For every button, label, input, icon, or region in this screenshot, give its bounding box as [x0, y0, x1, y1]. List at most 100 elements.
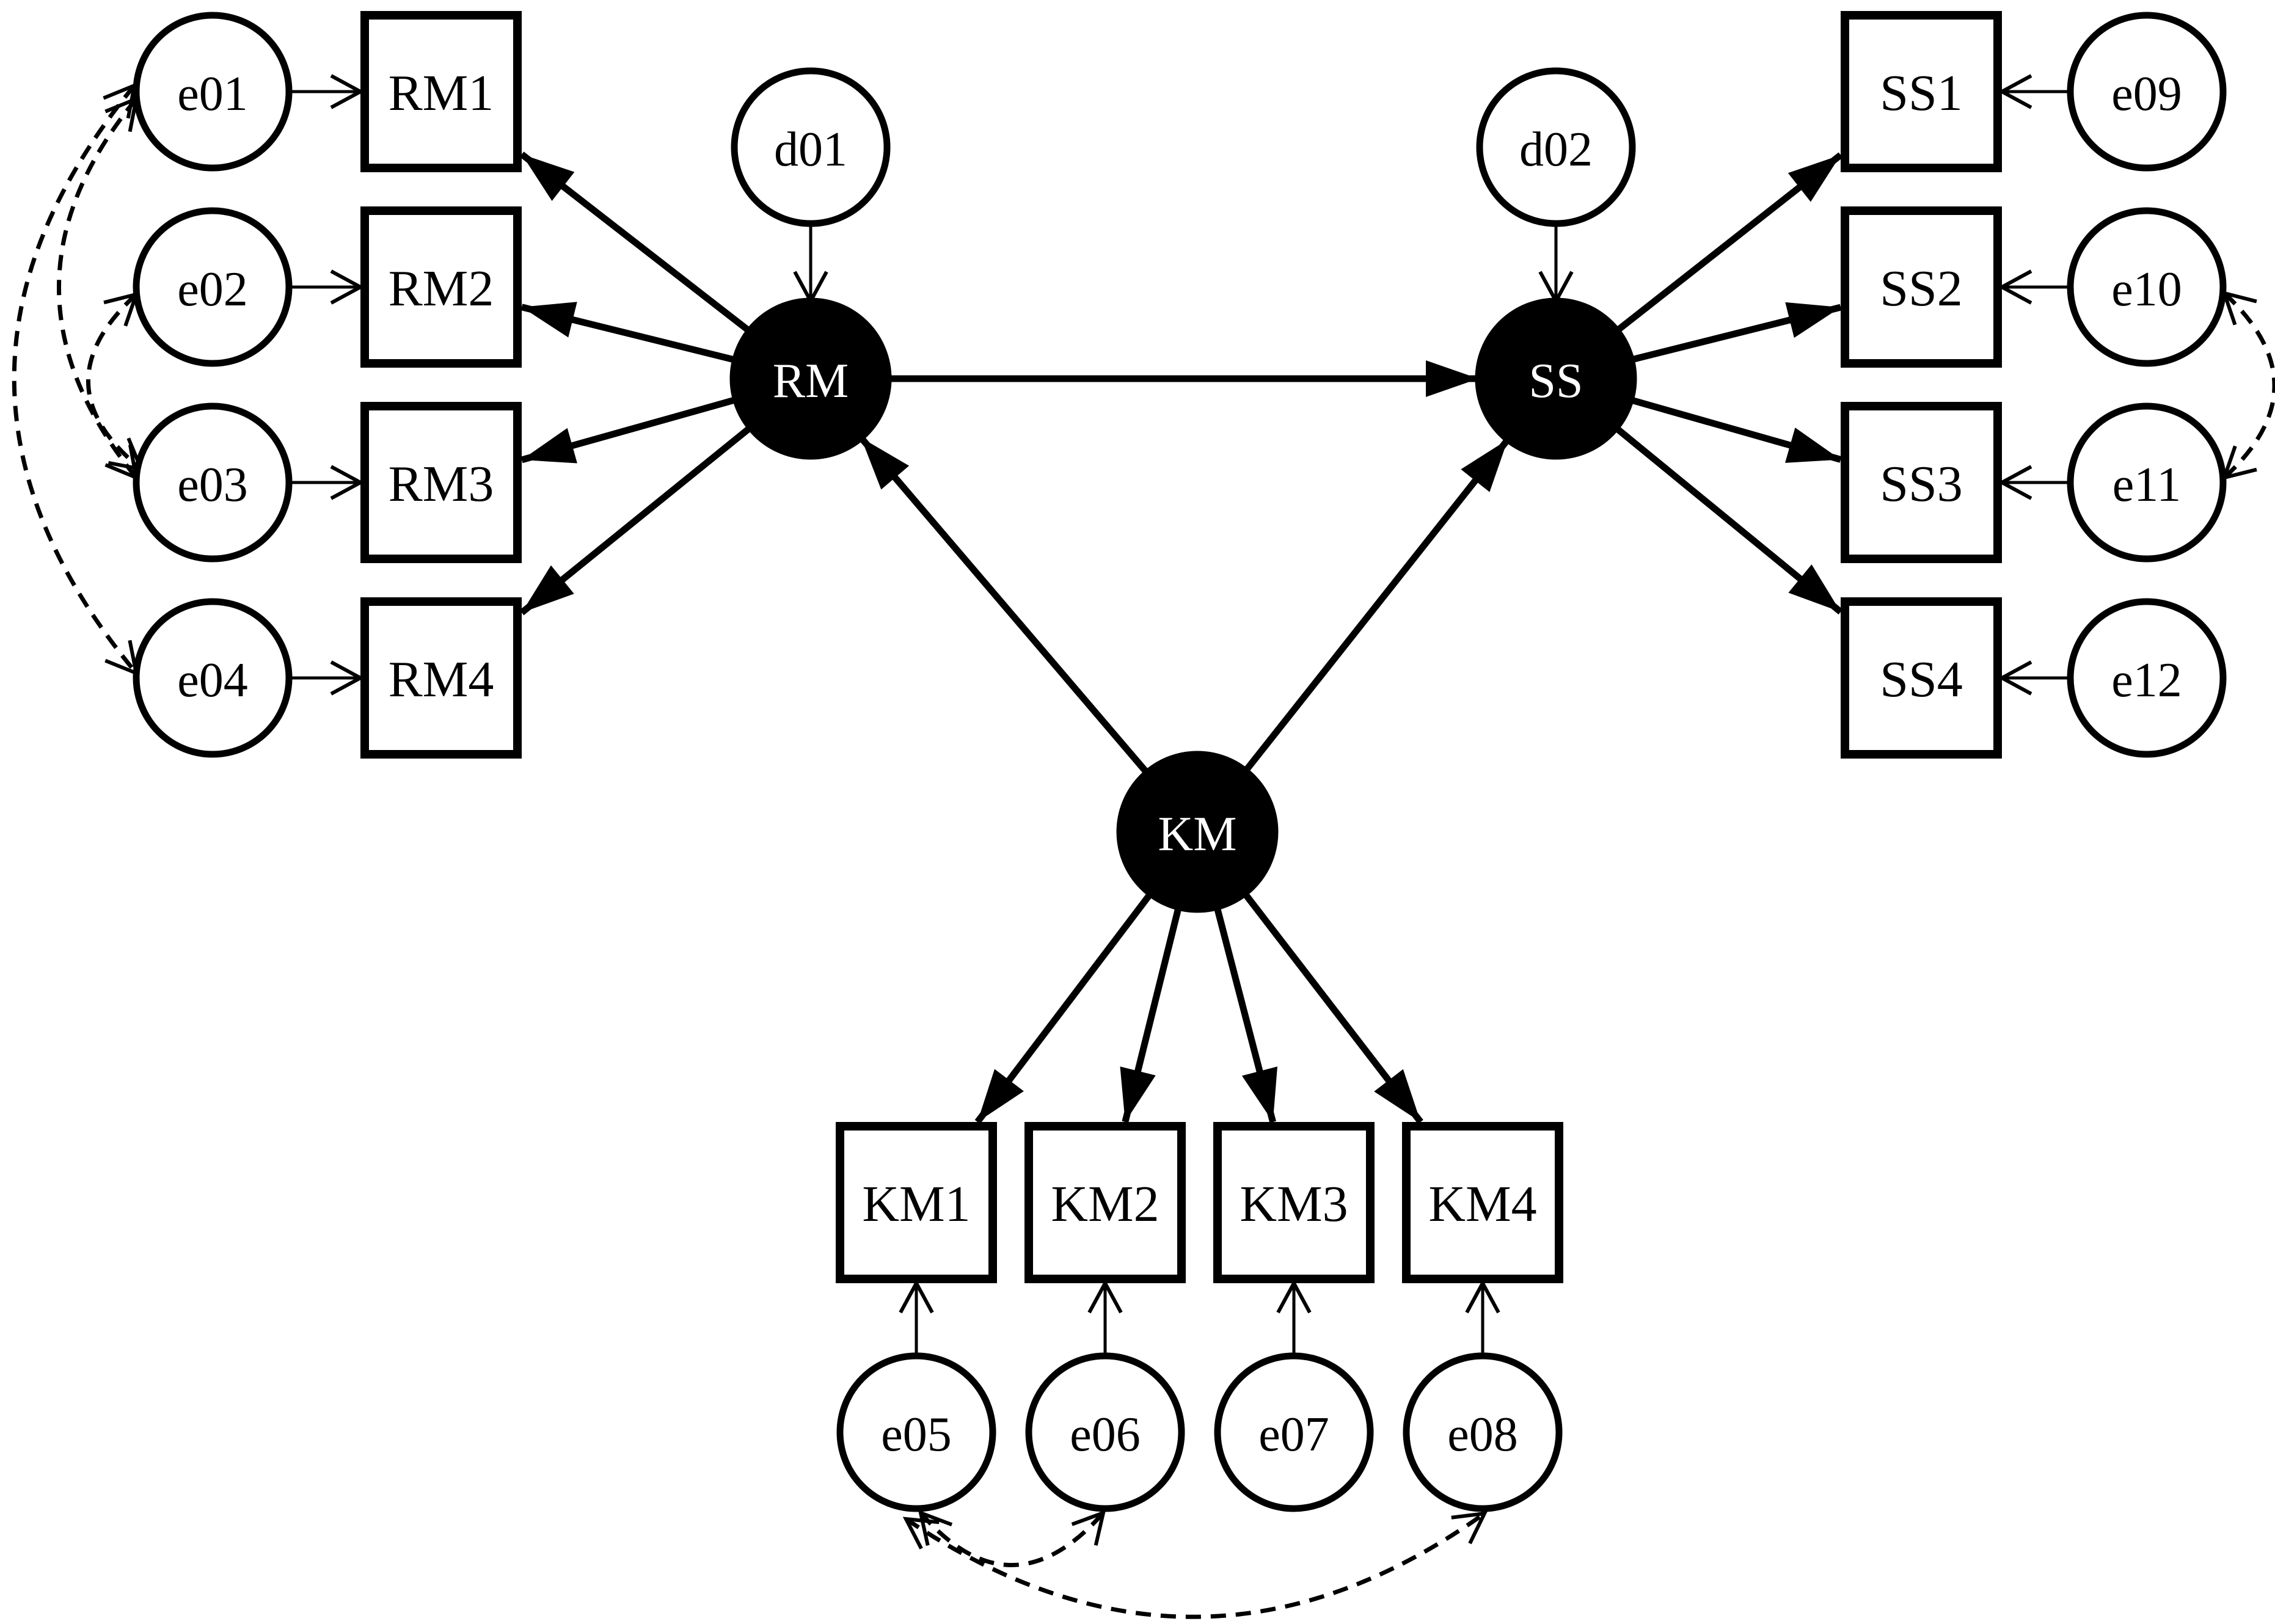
node-label-KM2: KM2: [1051, 1176, 1159, 1233]
node-label-d02: d02: [1519, 123, 1593, 177]
covariance-edge-e01-e03: [57, 96, 139, 481]
node-shape-e12: [2067, 598, 2227, 758]
node-shape-SS2: [1841, 206, 2002, 368]
error-node-e01: e01: [133, 12, 293, 172]
path-edge-SS-SS2: [1630, 302, 1842, 363]
node-shape-d02: [1476, 67, 1636, 227]
path-edge-SS-SS1: [1615, 152, 1843, 333]
node-label-e11: e11: [2112, 458, 2182, 512]
node-shape-KM1: [836, 1122, 997, 1283]
latent-node-KM: KM: [1116, 751, 1279, 913]
error-node-e06: e06: [1025, 1352, 1185, 1512]
node-label-e09: e09: [2111, 67, 2182, 121]
error-node-e07: e07: [1214, 1352, 1374, 1512]
node-shape-e11: [2067, 402, 2227, 563]
node-label-RM4: RM4: [389, 651, 494, 708]
node-label-KM4: KM4: [1428, 1176, 1536, 1233]
node-label-e05: e05: [881, 1408, 952, 1462]
node-label-KM: KM: [1158, 807, 1237, 861]
node-shape-KM3: [1213, 1122, 1375, 1283]
covariance-layer: [12, 82, 2275, 1619]
error-node-e04: e04: [133, 598, 293, 758]
node-label-SS3: SS3: [1880, 456, 1962, 512]
node-shape-SS1: [1841, 11, 2002, 172]
node-shape-SS3: [1841, 402, 2002, 563]
node-label-e07: e07: [1258, 1408, 1329, 1462]
node-shape-e10: [2067, 207, 2227, 367]
path-edge-SS-SS3: [1629, 396, 1842, 463]
node-shape-SS: [1475, 297, 1637, 460]
indicator-node-SS4: SS4: [1841, 597, 2002, 759]
indicator-node-RM3: RM3: [360, 402, 522, 563]
node-label-e01: e01: [177, 67, 248, 121]
node-shape-KM: [1116, 751, 1279, 913]
node-shape-e01: [133, 12, 293, 172]
node-shape-e05: [836, 1352, 996, 1512]
path-edge-SS-SS4: [1613, 425, 1843, 615]
error-node-e08: e08: [1403, 1352, 1563, 1512]
covariance-edge-e01-e04: [12, 82, 139, 676]
node-label-RM2: RM2: [389, 260, 494, 317]
indicator-node-RM4: RM4: [360, 597, 522, 759]
node-shape-RM1: [360, 11, 522, 172]
node-shape-e08: [1403, 1352, 1563, 1512]
node-label-SS2: SS2: [1880, 260, 1962, 317]
node-shape-e09: [2067, 12, 2227, 172]
edge-layer: [289, 74, 2070, 1356]
node-label-SS: SS: [1529, 354, 1583, 408]
indicator-node-SS3: SS3: [1841, 402, 2002, 563]
error-node-e09: e09: [2067, 12, 2227, 172]
path-edge-KM-KM4: [1242, 891, 1423, 1124]
path-edge-RM-RM1: [519, 151, 752, 334]
path-edge-RM-RM2: [520, 302, 737, 363]
node-shape-d01: [731, 67, 891, 227]
node-label-KM1: KM1: [862, 1176, 970, 1233]
indicator-node-KM2: KM2: [1024, 1122, 1186, 1283]
path-edge-KM-KM1: [974, 891, 1153, 1124]
node-label-e04: e04: [177, 654, 248, 707]
indicator-node-KM3: KM3: [1213, 1122, 1375, 1283]
indicator-node-SS2: SS2: [1841, 206, 2002, 368]
error-node-e11: e11: [2067, 402, 2227, 563]
node-shape-e03: [133, 402, 293, 563]
node-shape-KM2: [1024, 1122, 1186, 1283]
disturbance-node-d01: d01: [731, 67, 891, 227]
covariance-edge-e10-e11: [2221, 290, 2275, 481]
error-node-e12: e12: [2067, 598, 2227, 758]
node-shape-RM3: [360, 402, 522, 563]
node-label-KM3: KM3: [1240, 1176, 1348, 1233]
covariance-edge-e02-e03: [86, 291, 144, 472]
node-label-e02: e02: [177, 263, 248, 316]
node-label-e10: e10: [2111, 263, 2182, 316]
node-label-e06: e06: [1070, 1408, 1141, 1462]
node-shape-KM4: [1402, 1122, 1563, 1283]
path-edge-KM-SS: [1243, 437, 1511, 773]
indicator-node-RM1: RM1: [360, 11, 522, 172]
disturbance-node-d02: d02: [1476, 67, 1636, 227]
path-edge-KM-KM3: [1213, 906, 1278, 1123]
node-label-RM1: RM1: [389, 65, 494, 122]
node-shape-e07: [1214, 1352, 1374, 1512]
latent-node-RM: RM: [729, 297, 892, 460]
node-label-e08: e08: [1447, 1408, 1518, 1462]
node-label-RM3: RM3: [389, 456, 494, 512]
indicator-node-SS1: SS1: [1841, 11, 2002, 172]
error-node-e03: e03: [133, 402, 293, 563]
error-node-e05: e05: [836, 1352, 996, 1512]
node-shape-e06: [1025, 1352, 1185, 1512]
node-label-e12: e12: [2111, 654, 2182, 707]
node-shape-RM4: [360, 597, 522, 759]
node-label-SS1: SS1: [1880, 65, 1962, 122]
indicator-node-RM2: RM2: [360, 206, 522, 368]
error-node-e02: e02: [133, 207, 293, 367]
node-shape-e04: [133, 598, 293, 758]
path-edge-RM-RM4: [519, 424, 753, 616]
indicator-node-KM4: KM4: [1402, 1122, 1563, 1283]
node-label-RM: RM: [773, 354, 849, 408]
path-edge-RM-RM3: [520, 396, 737, 464]
node-shape-e02: [133, 207, 293, 367]
node-label-e03: e03: [177, 458, 248, 512]
